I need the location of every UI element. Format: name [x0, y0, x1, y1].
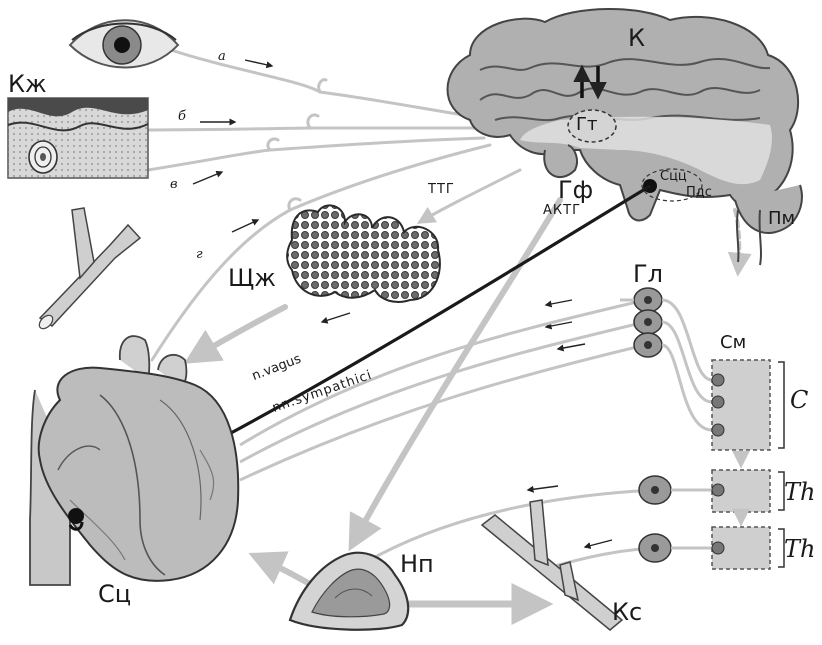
path-a-label: а: [218, 50, 226, 63]
actg-label: АКТГ: [543, 204, 581, 217]
eye-icon: [70, 20, 178, 67]
heart-icon: [30, 336, 238, 585]
ganglion-icon: [639, 534, 671, 562]
heart-label: Сц: [98, 582, 131, 606]
ganglia-chain: [620, 288, 712, 562]
pituitary-label: Гф: [558, 178, 593, 202]
skin-section-icon: [8, 98, 148, 178]
thoracic-label-1: Th: [784, 480, 815, 504]
thoracic-label-2: Th: [784, 537, 815, 561]
spinal-segment-icon: [712, 360, 770, 450]
path-v-line: [148, 138, 484, 170]
svc-label: Сцц: [660, 170, 687, 183]
medulla-label: Пм: [768, 210, 795, 228]
spinal-segment-icon: [712, 527, 770, 569]
ganglion-icon: [639, 476, 671, 504]
ganglion-icon: [634, 310, 662, 334]
path-g-label: г: [196, 248, 203, 261]
thyroid-label: Щж: [228, 266, 276, 290]
blood-vessel-icon: [482, 500, 622, 630]
vessels-label: Кс: [612, 600, 642, 624]
cervical-label: C: [790, 388, 808, 412]
ganglion-icon: [634, 333, 662, 357]
spinal-cord: [712, 360, 784, 569]
path-b-label: б: [178, 110, 186, 123]
brain-icon: [448, 9, 802, 265]
cortex-label: К: [628, 26, 645, 50]
thyroid-icon: [287, 205, 440, 302]
path-v-label: в: [170, 178, 178, 191]
hypothalamus-label: Гт: [576, 116, 597, 134]
thyroid-to-heart: [190, 307, 285, 360]
adrenal-gland-icon: [290, 553, 408, 630]
spinal-segment-icon: [712, 470, 770, 512]
blood-vessel-icon: [37, 208, 140, 331]
ganglion-icon: [634, 288, 662, 312]
skin-label: Кж: [8, 72, 47, 96]
adrenal-label: Нп: [400, 552, 434, 576]
pds-label: Пдс: [686, 186, 712, 199]
ttg-label: ТТГ: [428, 183, 455, 196]
sympathetic-fibres: [240, 300, 655, 585]
spinal-cord-label: См: [720, 334, 746, 352]
ganglia-label: Гл: [633, 262, 663, 286]
